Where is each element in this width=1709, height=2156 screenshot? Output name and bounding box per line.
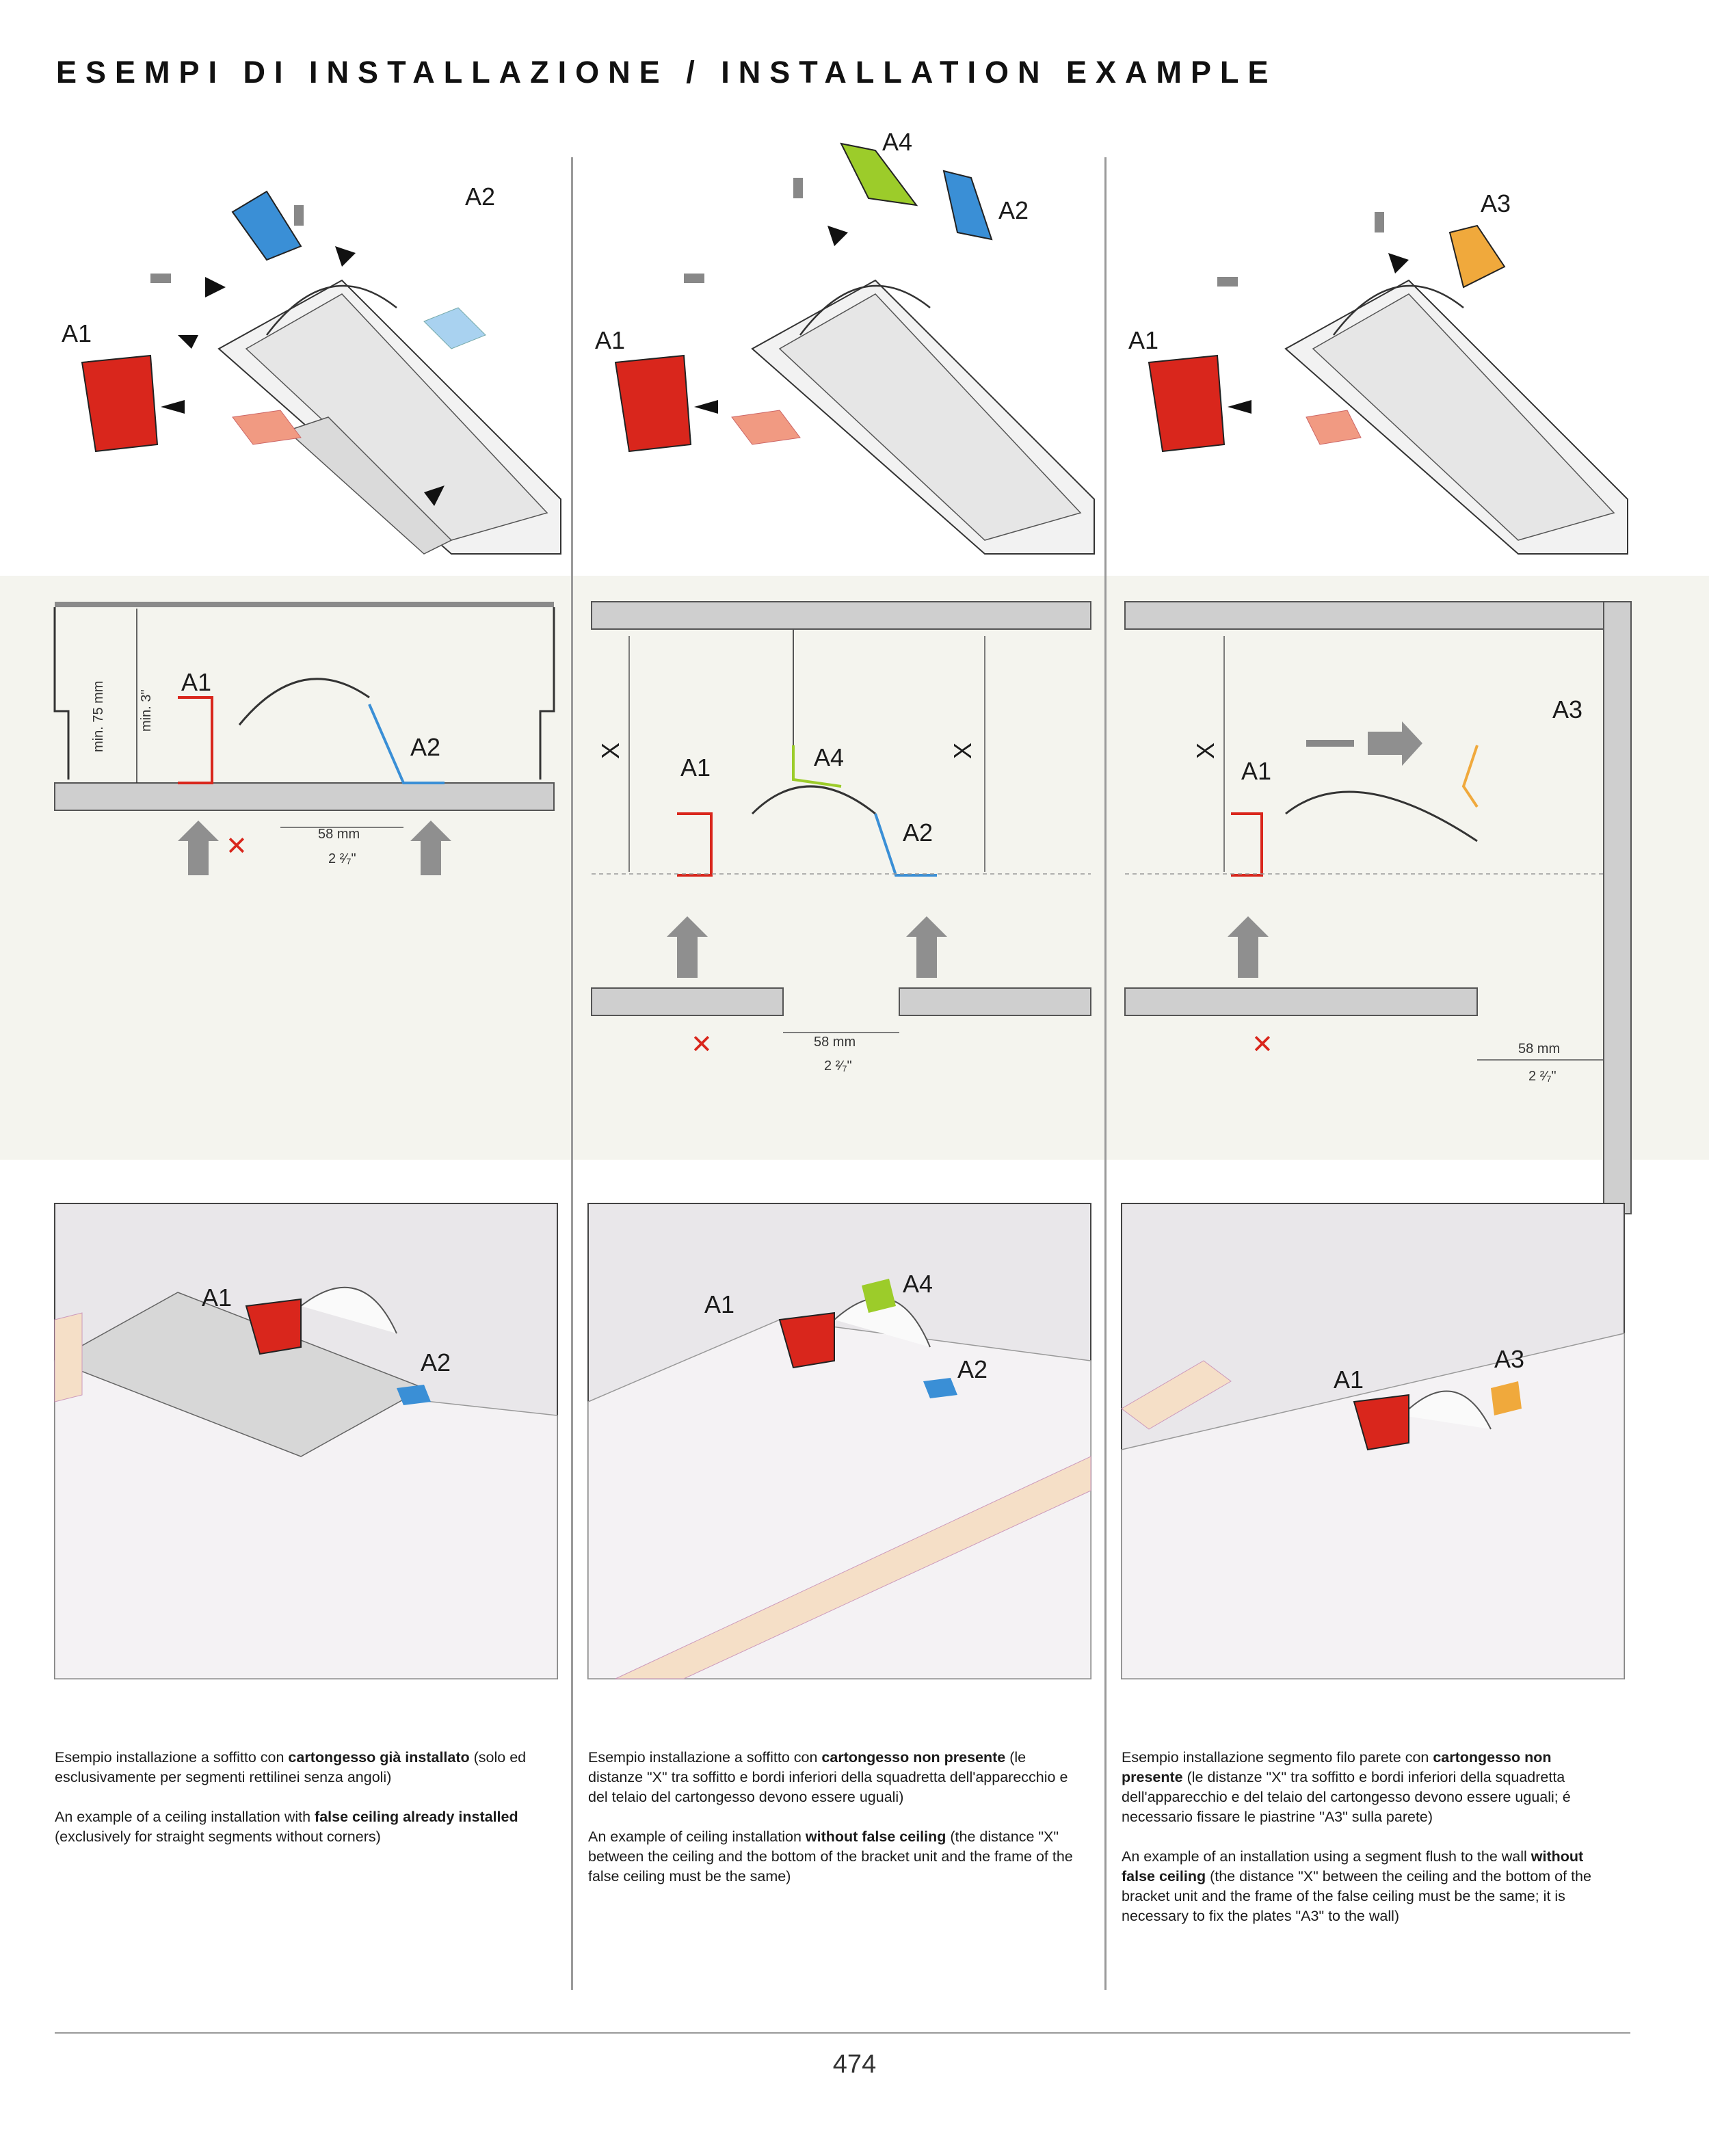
dim-width-in: 2 ²⁄₇": [824, 1059, 852, 1074]
exploded-view: A1 A2: [62, 183, 561, 555]
caption-italian: Esempio installazione a soffitto con car…: [55, 1749, 527, 1785]
label-a2: A2: [421, 1348, 451, 1376]
perspective-view: A1 A2: [53, 1203, 558, 1679]
column-divider: [571, 157, 573, 1990]
plate-a3-icon: [1448, 224, 1506, 289]
arrow-icon: [178, 335, 198, 349]
label-a1: A1: [680, 754, 711, 782]
label-a2: A2: [998, 196, 1029, 224]
dim-width-mm: 58 mm: [814, 1035, 856, 1050]
caption-italian: Esempio installazione a soffitto con car…: [588, 1749, 1068, 1805]
column-3-figures: A1 A3 ✕ X 58 mm 2 ²⁄₇" A1 A3 A1 A3: [1121, 189, 1632, 1679]
plate-a2-icon: [923, 1378, 957, 1398]
label-a2: A2: [957, 1355, 988, 1383]
up-arrow-icon: [906, 916, 947, 978]
arrow-icon: [1228, 400, 1251, 414]
label-a2: A2: [465, 183, 495, 211]
plate-a2-icon: [397, 1385, 431, 1405]
caption-column-3: Esempio installazione segmento filo pare…: [1122, 1748, 1614, 1946]
bracket-a1-icon: [1148, 354, 1226, 453]
perspective-view: A1 A4 A2: [587, 1203, 1091, 1679]
section-diagram: ✕ X 58 mm 2 ²⁄₇" A1 A3: [1124, 601, 1632, 1214]
dim-x: X: [596, 743, 624, 759]
column-1-figures: A1 A2 min. 75 mm min. 3" 58 mm 2 ²⁄₇" ✕ …: [53, 183, 561, 1679]
page-title: ESEMPI DI INSTALLAZIONE / INSTALLATION E…: [56, 55, 1277, 90]
label-a1: A1: [1128, 326, 1158, 354]
label-a4: A4: [903, 1270, 933, 1298]
up-arrow-icon: [410, 821, 451, 875]
label-a3: A3: [1481, 189, 1511, 217]
exploded-view: A1 A4 A2: [595, 130, 1095, 555]
label-a3: A3: [1552, 695, 1582, 723]
plate-a2-icon: [231, 190, 302, 261]
plate-a2-icon: [942, 170, 993, 241]
arrow-icon: [827, 226, 848, 246]
cross-icon: ✕: [1251, 1029, 1273, 1059]
right-arrow-icon: [1368, 721, 1422, 766]
screw-icon: [793, 178, 803, 198]
dim-width-mm: 58 mm: [1518, 1041, 1560, 1056]
column-2-figures: A1 A4 A2 ✕ X X 58 mm 2 ²⁄₇" A1 A4 A2 A1: [587, 130, 1095, 1679]
label-a1: A1: [62, 319, 92, 347]
label-a1: A1: [704, 1290, 734, 1318]
dim-x: X: [949, 743, 977, 759]
plate-a4-icon: [862, 1279, 896, 1313]
label-a1: A1: [181, 668, 211, 696]
dim-x: X: [1191, 743, 1219, 759]
label-a1: A1: [595, 326, 625, 354]
label-a2: A2: [903, 819, 933, 847]
plate-a4-icon: [840, 142, 918, 207]
up-arrow-icon: [1228, 916, 1269, 978]
bracket-a1-icon: [778, 1312, 835, 1369]
screw-icon: [1217, 277, 1238, 287]
bracket-a1-icon: [1353, 1394, 1409, 1451]
screw-icon: [150, 274, 171, 283]
section-band: [0, 576, 1709, 1160]
label-a4: A4: [814, 743, 844, 771]
section-diagram: min. 75 mm min. 3" 58 mm 2 ²⁄₇" ✕ A1 A2: [53, 602, 555, 875]
arrow-icon: [1388, 253, 1409, 274]
label-a1: A1: [1241, 757, 1271, 785]
bracket-a1-icon: [81, 354, 159, 453]
arrow-icon: [335, 246, 356, 267]
footer-rule: [55, 2032, 1630, 2034]
label-a2: A2: [410, 733, 440, 761]
perspective-view: A1 A3: [1121, 1203, 1625, 1679]
caption-english: An example of a ceiling installation wit…: [55, 1809, 518, 1845]
dim-min-in: min. 3": [139, 689, 154, 732]
section-diagram: ✕ X X 58 mm 2 ²⁄₇" A1 A4 A2: [591, 601, 1091, 1074]
arrow-icon: [205, 277, 226, 297]
caption-english: An example of an installation using a se…: [1122, 1848, 1591, 1924]
label-a4: A4: [882, 130, 912, 156]
column-divider: [1104, 157, 1107, 1990]
up-arrow-icon: [178, 821, 219, 875]
dim-width-in: 2 ²⁄₇": [328, 851, 356, 866]
screw-icon: [684, 274, 704, 283]
dim-width-mm: 58 mm: [318, 827, 360, 842]
cross-icon: ✕: [691, 1029, 713, 1059]
label-a1: A1: [202, 1283, 232, 1312]
caption-italian: Esempio installazione segmento filo pare…: [1122, 1749, 1571, 1825]
plate-a3-icon: [1491, 1381, 1522, 1415]
exploded-view: A1 A3: [1128, 189, 1628, 555]
label-a3: A3: [1494, 1345, 1524, 1373]
arrow-icon: [161, 400, 185, 414]
bracket-a1-icon: [614, 354, 692, 453]
screw-icon: [1306, 740, 1354, 747]
dim-width-in: 2 ²⁄₇": [1528, 1069, 1556, 1084]
caption-column-2: Esempio installazione a soffitto con car…: [588, 1748, 1081, 1906]
caption-column-1: Esempio installazione a soffitto con car…: [55, 1748, 547, 1867]
page-number: 474: [832, 2050, 877, 2079]
dim-min-mm: min. 75 mm: [91, 681, 106, 752]
caption-english: An example of ceiling installation witho…: [588, 1828, 1073, 1885]
cross-icon: ✕: [226, 831, 248, 861]
screw-icon: [1375, 212, 1384, 232]
arrow-icon: [694, 400, 718, 414]
up-arrow-icon: [667, 916, 708, 978]
label-a1: A1: [1334, 1366, 1364, 1394]
bracket-a1-icon: [245, 1298, 302, 1355]
arrow-icon: [424, 485, 445, 506]
screw-icon: [294, 205, 304, 226]
